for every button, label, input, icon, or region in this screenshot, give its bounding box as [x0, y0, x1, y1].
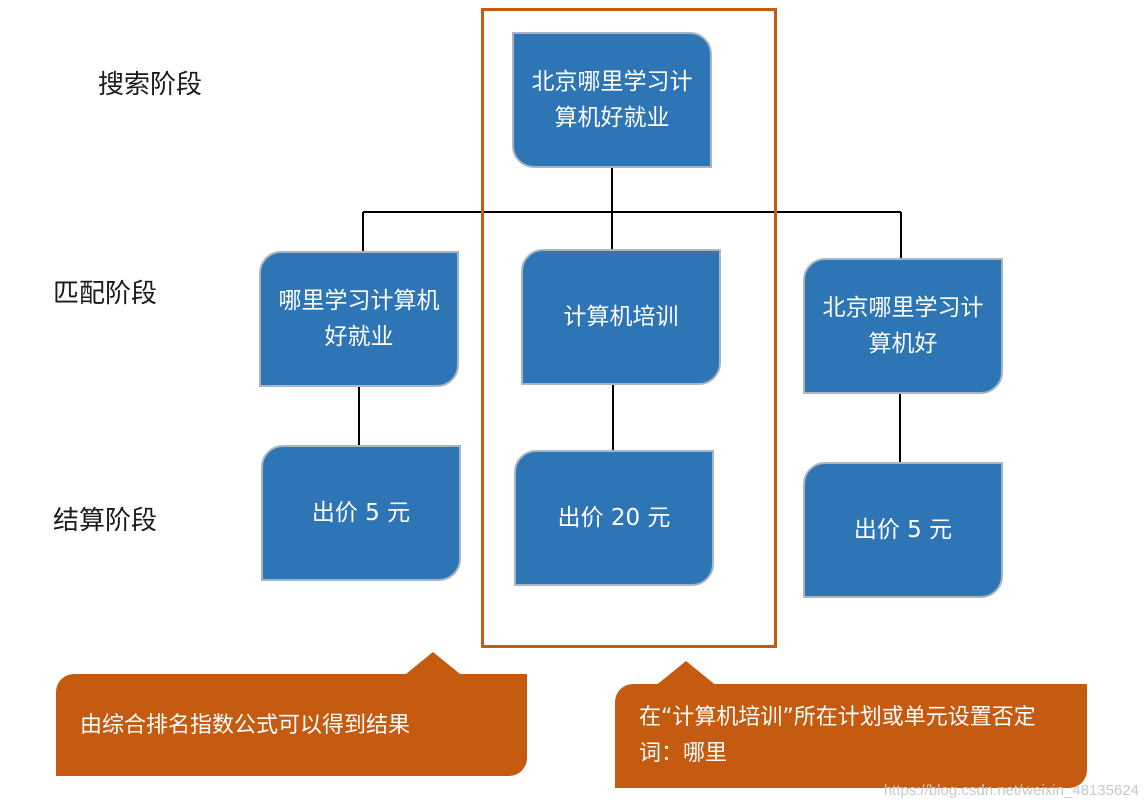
callout-left: 由综合排名指数公式可以得到结果	[56, 674, 527, 776]
match-box-center: 计算机培训	[521, 249, 721, 385]
match-box-right: 北京哪里学习计算机好	[803, 258, 1003, 394]
highlight-frame	[481, 8, 777, 648]
search-query-box: 北京哪里学习计算机好就业	[512, 32, 712, 168]
match-left-text: 哪里学习计算机好就业	[278, 288, 440, 350]
callout-left-pointer	[401, 652, 465, 678]
stage-label-match: 匹配阶段	[53, 279, 158, 309]
bid-box-center: 出价 20 元	[514, 450, 714, 586]
callout-right: 在“计算机培训”所在计划或单元设置否定词：哪里	[615, 684, 1087, 788]
stage-label-settle: 结算阶段	[53, 506, 158, 536]
bid-box-right: 出价 5 元	[803, 462, 1003, 598]
match-right-text: 北京哪里学习计算机好	[822, 295, 984, 357]
callout-right-pointer	[654, 661, 718, 687]
bid-left-text: 出价 5 元	[311, 500, 411, 526]
bid-center-text: 出价 20 元	[557, 505, 671, 531]
search-query-text: 北京哪里学习计算机好就业	[531, 69, 693, 131]
callout-left-text: 由综合排名指数公式可以得到结果	[80, 713, 411, 738]
match-box-left: 哪里学习计算机好就业	[259, 251, 459, 387]
bid-right-text: 出价 5 元	[853, 517, 953, 543]
watermark: https://blog.csdn.net/weixin_48135624	[883, 782, 1139, 799]
stage-label-search: 搜索阶段	[98, 70, 203, 100]
bid-box-left: 出价 5 元	[261, 445, 461, 581]
callout-right-text: 在“计算机培训”所在计划或单元设置否定词：哪里	[639, 705, 1036, 766]
match-center-text: 计算机培训	[563, 304, 679, 330]
